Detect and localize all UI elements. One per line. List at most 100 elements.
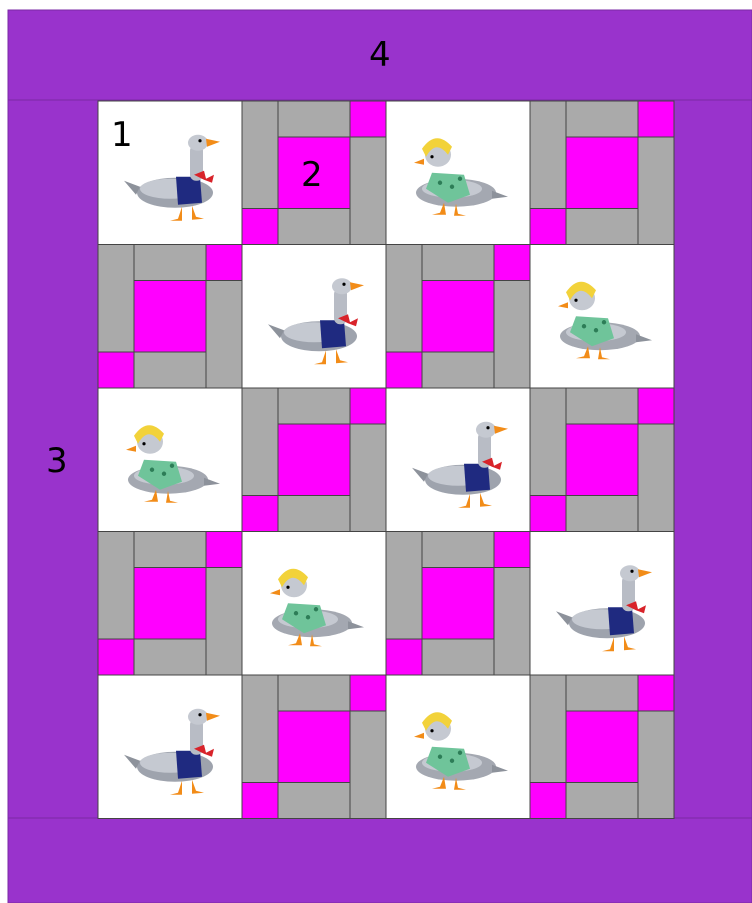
label-block-1: 1 (111, 118, 133, 152)
goose-block (386, 388, 530, 532)
corner-square (98, 639, 134, 675)
strip-left (530, 388, 566, 496)
plain-block (386, 101, 530, 245)
goose-block (242, 532, 386, 676)
strip-left (98, 245, 134, 353)
center-square (278, 711, 350, 783)
center-square (566, 711, 638, 783)
goose-block (530, 532, 674, 676)
plain-block (98, 388, 242, 532)
strip-bottom (278, 496, 350, 532)
goose-block (242, 245, 386, 389)
quilt-center (98, 101, 674, 819)
center-square (134, 568, 206, 640)
strip-left (242, 101, 278, 209)
pieced-block (530, 388, 674, 532)
strip-left (98, 532, 134, 640)
corner-square (530, 496, 566, 532)
pieced-block (242, 388, 386, 532)
strip-bottom (134, 352, 206, 388)
plain-block (242, 245, 386, 389)
corner-square (530, 783, 566, 819)
goose-block (386, 101, 530, 245)
goose-block (386, 675, 530, 819)
corner-square (494, 532, 530, 568)
label-border-4: 4 (369, 38, 391, 72)
center-square (422, 568, 494, 640)
goose-block (530, 245, 674, 389)
plain-block (98, 675, 242, 819)
border-right (674, 100, 752, 818)
strip-bottom (566, 783, 638, 819)
corner-square (386, 639, 422, 675)
strip-bottom (566, 209, 638, 245)
plain-block (386, 388, 530, 532)
corner-square (242, 496, 278, 532)
corner-square (206, 532, 242, 568)
corner-square (494, 245, 530, 281)
pieced-block (98, 532, 242, 676)
strip-top (422, 245, 494, 281)
goose-block (98, 675, 242, 819)
strip-right (494, 281, 530, 389)
corner-square (350, 388, 386, 424)
center-square (278, 424, 350, 496)
goose-block (98, 388, 242, 532)
strip-bottom (278, 209, 350, 245)
corner-square (638, 388, 674, 424)
corner-square (638, 101, 674, 137)
strip-left (242, 675, 278, 783)
corner-square (386, 352, 422, 388)
strip-right (638, 424, 674, 532)
pieced-block (530, 101, 674, 245)
strip-top (134, 245, 206, 281)
corner-square (206, 245, 242, 281)
label-border-3: 3 (46, 444, 68, 478)
plain-block (386, 675, 530, 819)
plain-block (242, 532, 386, 676)
pieced-block (386, 532, 530, 676)
strip-top (278, 388, 350, 424)
strip-top (566, 101, 638, 137)
pieced-block (386, 245, 530, 389)
strip-left (530, 101, 566, 209)
pieced-block (242, 675, 386, 819)
strip-top (278, 675, 350, 711)
strip-bottom (422, 639, 494, 675)
strip-top (566, 388, 638, 424)
strip-left (386, 532, 422, 640)
strip-right (350, 711, 386, 819)
corner-square (98, 352, 134, 388)
strip-top (566, 675, 638, 711)
center-square (422, 281, 494, 353)
strip-right (494, 568, 530, 676)
strip-left (530, 675, 566, 783)
strip-left (242, 388, 278, 496)
strip-bottom (278, 783, 350, 819)
center-square (566, 424, 638, 496)
border-bottom (8, 818, 752, 903)
label-block-2: 2 (301, 158, 323, 192)
pieced-block (530, 675, 674, 819)
corner-square (350, 101, 386, 137)
strip-bottom (422, 352, 494, 388)
corner-square (638, 675, 674, 711)
strip-top (134, 532, 206, 568)
center-square (566, 137, 638, 209)
strip-right (638, 711, 674, 819)
strip-right (350, 424, 386, 532)
plain-block (530, 532, 674, 676)
corner-square (242, 783, 278, 819)
strip-right (638, 137, 674, 245)
strip-top (422, 532, 494, 568)
strip-bottom (566, 496, 638, 532)
corner-square (350, 675, 386, 711)
strip-right (350, 137, 386, 245)
corner-square (242, 209, 278, 245)
strip-bottom (134, 639, 206, 675)
strip-right (206, 568, 242, 676)
strip-right (206, 281, 242, 389)
strip-top (278, 101, 350, 137)
strip-left (386, 245, 422, 353)
plain-block (530, 245, 674, 389)
